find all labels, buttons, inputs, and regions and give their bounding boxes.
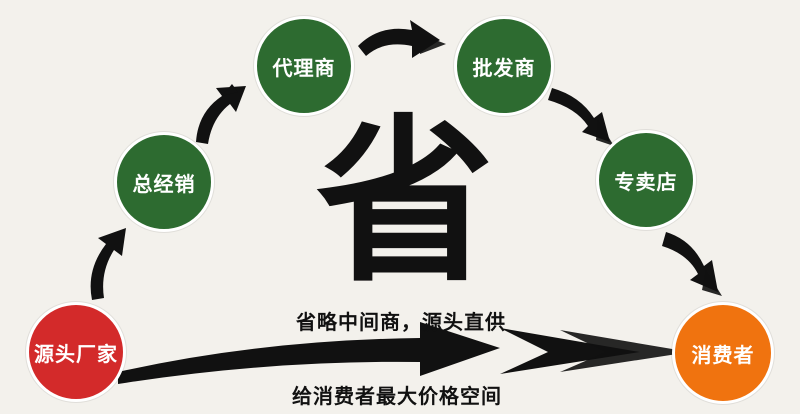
arrow-agent-to-wholesaler [358,20,446,58]
node-wholesaler-label: 批发商 [472,55,536,80]
arrow-source-to-distributor [90,228,126,300]
direct-arrow-source-to-consumer [118,322,690,384]
arrow-wholesaler-to-store [548,88,614,146]
node-source-factory-label: 源头厂家 [34,341,118,366]
node-general-distributor: 总经销 [114,132,214,232]
node-consumer-label: 消费者 [691,342,755,367]
node-consumer: 消费者 [672,302,774,404]
node-general-distributor-label: 总经销 [132,171,196,196]
caption-top: 省略中间商，源头直供 [296,310,506,334]
node-agent: 代理商 [254,16,354,116]
node-specialty-store-label: 专卖店 [614,169,678,194]
center-character: 省 [316,99,494,306]
node-wholesaler: 批发商 [454,16,554,116]
caption-bottom: 给消费者最大价格空间 [292,384,502,408]
node-source-factory: 源头厂家 [26,302,126,402]
node-specialty-store: 专卖店 [596,130,696,230]
arrow-store-to-consumer [662,232,722,296]
node-agent-label: 代理商 [272,55,336,80]
arrow-distributor-to-agent [196,84,246,144]
